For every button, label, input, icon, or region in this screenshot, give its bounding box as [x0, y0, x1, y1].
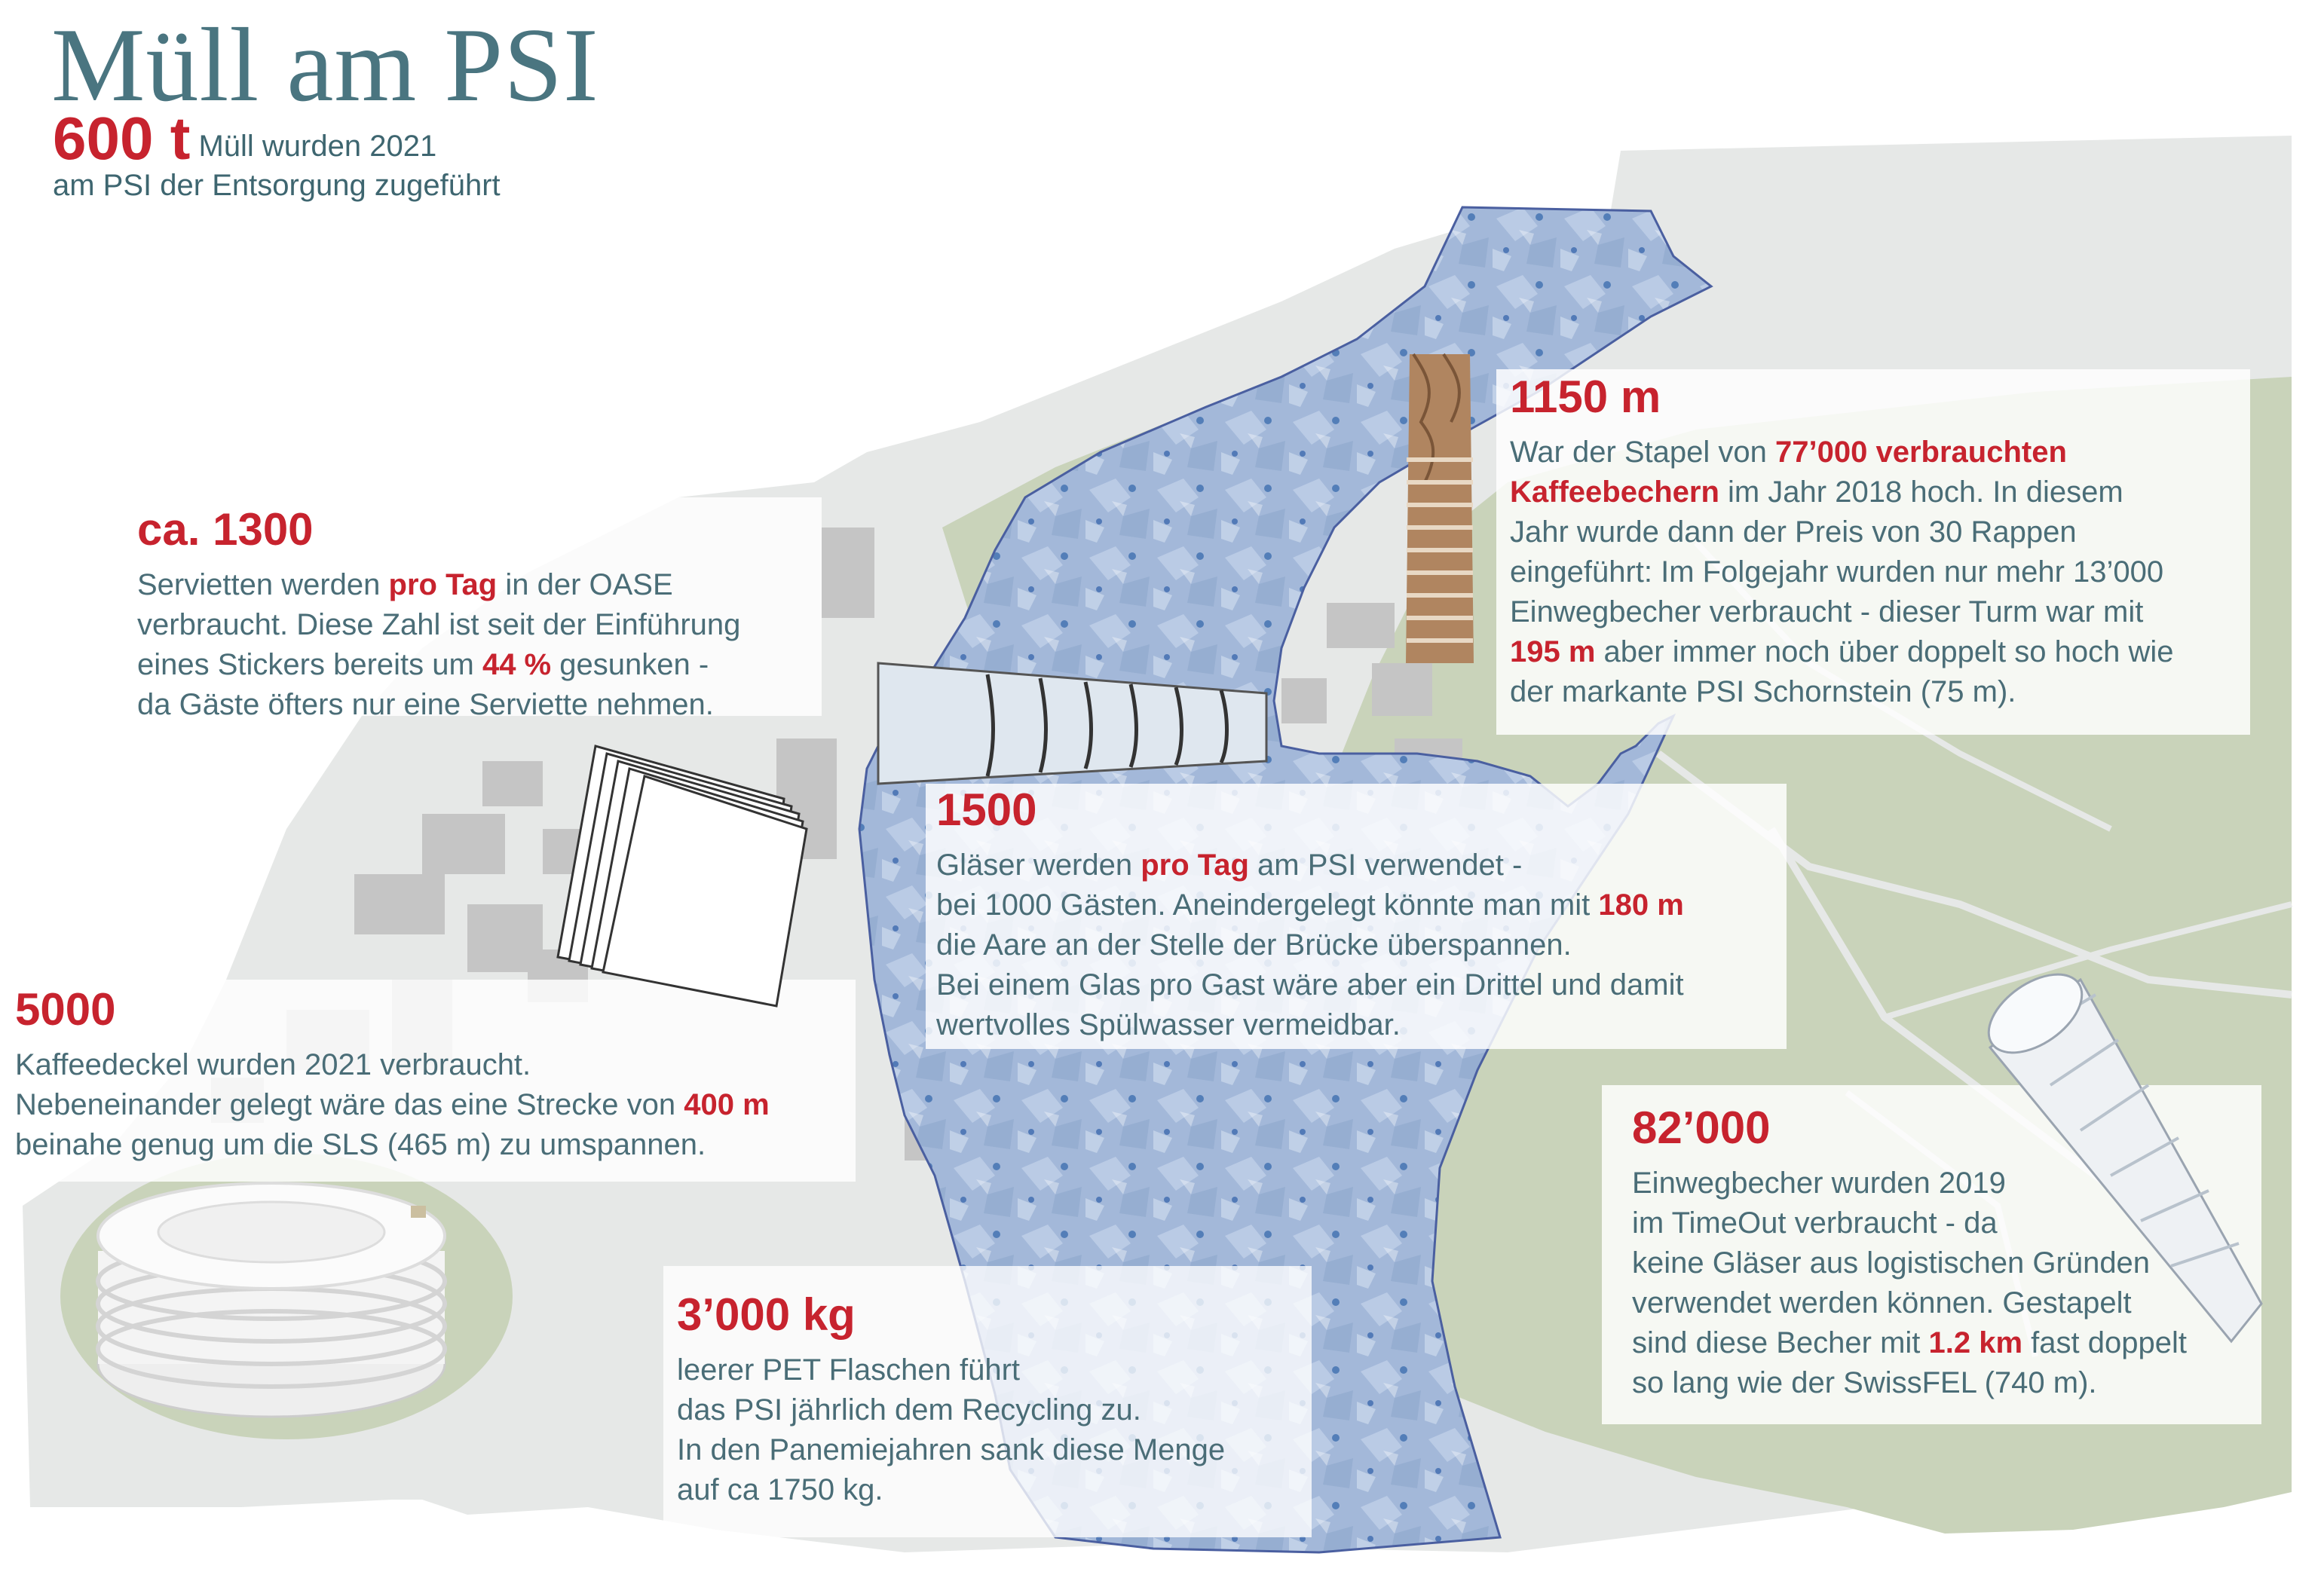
- total-waste-amount: 600 t: [53, 105, 191, 172]
- highlight: 77’000 verbrauchten: [1775, 436, 2067, 469]
- fact-kaffeebecher: 1150 m War der Stapel von 77’000 verbrau…: [1510, 371, 2174, 712]
- fact-glaeser-line: bei 1000 Gästen. Aneindergelegt könnte m…: [936, 885, 1684, 925]
- panel-glaeser-bg: [926, 784, 1787, 1049]
- fact-servietten-line: da Gäste öfters nur eine Serviette nehme…: [137, 688, 714, 721]
- fact-einwegbecher-line: Einwegbecher wurden 2019: [1632, 1167, 2006, 1200]
- fact-glaeser-line: die Aare an der Stelle der Brücke übersp…: [936, 928, 1572, 962]
- highlight: 195 m: [1510, 635, 1596, 668]
- fact-kaffeebecher-line: War der Stapel von 77’000 verbrauchten: [1510, 433, 2174, 472]
- fact-pet-line: das PSI jährlich dem Recycling zu.: [677, 1393, 1141, 1427]
- highlight: 180 m: [1598, 888, 1684, 922]
- fact-einwegbecher-number: 82’000: [1632, 1102, 1771, 1153]
- fact-einwegbecher-line: sind diese Becher mit 1.2 km fast doppel…: [1632, 1323, 2187, 1363]
- text-segment: gesunken -: [551, 648, 709, 681]
- highlight: 1.2 km: [1928, 1326, 2023, 1359]
- fact-servietten-number: ca. 1300: [137, 504, 314, 555]
- fact-kaffeebecher-line: Einwegbecher verbraucht - dieser Turm wa…: [1510, 595, 2144, 628]
- page-title: Müll am PSI: [51, 7, 599, 124]
- plastic-cup-stack-icon: [1987, 973, 2263, 1344]
- fact-servietten-line: verbraucht. Diese Zahl ist seit der Einf…: [137, 608, 741, 641]
- fact-kaffeedeckel-number: 5000: [15, 984, 116, 1035]
- text-segment: War der Stapel von: [1510, 436, 1776, 469]
- text-segment: am PSI verwendet -: [1248, 849, 1523, 882]
- highlight: pro Tag: [1141, 849, 1249, 882]
- fact-einwegbecher-line: verwendet werden können. Gestapelt: [1632, 1286, 2132, 1320]
- text-segment: eines Stickers bereits um: [137, 648, 482, 681]
- fact-servietten: ca. 1300 Servietten werden pro Tag in de…: [137, 503, 740, 725]
- fact-kaffeebecher-line: eingeführt: Im Folgejahr wurden nur mehr…: [1510, 555, 2164, 589]
- highlight: Kaffeebechern: [1510, 476, 1719, 509]
- text-segment: im Jahr 2018 hoch. In diesem: [1719, 476, 2123, 509]
- text-segment: aber immer noch über doppelt so hoch wie: [1595, 635, 2174, 668]
- coffee-lid-stack-icon: [96, 1182, 447, 1418]
- fact-kaffeedeckel-line: Kaffeedeckel wurden 2021 verbraucht.: [15, 1048, 531, 1081]
- fact-einwegbecher-line: so lang wie der SwissFEL (740 m).: [1632, 1366, 2097, 1399]
- fact-pet-line: leerer PET Flaschen führt: [677, 1353, 1021, 1387]
- fact-glaeser: 1500 Gläser werden pro Tag am PSI verwen…: [936, 784, 1684, 1045]
- fact-glaeser-line: Gläser werden pro Tag am PSI verwendet -: [936, 846, 1684, 885]
- fact-kaffeebecher-number: 1150 m: [1510, 372, 1661, 422]
- text-segment: sind diese Becher mit: [1632, 1326, 1929, 1359]
- fact-glaeser-line: Bei einem Glas pro Gast wäre aber ein Dr…: [936, 968, 1684, 1002]
- panel-kaffeedeckel-bg: [0, 980, 856, 1182]
- fact-kaffeedeckel-line: beinahe genug um die SLS (465 m) zu umsp…: [15, 1128, 706, 1161]
- intro-line-2: am PSI der Entsorgung zugeführt: [53, 169, 501, 202]
- fact-pet: 3’000 kg leerer PET Flaschen führt das P…: [677, 1289, 1225, 1510]
- fact-einwegbecher-line: keine Gläser aus logistischen Gründen: [1632, 1246, 2151, 1280]
- fact-einwegbecher: 82’000 Einwegbecher wurden 2019 im TimeO…: [1632, 1102, 2187, 1403]
- fact-kaffeebecher-line: 195 m aber immer noch über doppelt so ho…: [1510, 632, 2174, 672]
- fact-kaffeedeckel: 5000 Kaffeedeckel wurden 2021 verbraucht…: [15, 983, 770, 1165]
- fact-pet-number: 3’000 kg: [677, 1289, 856, 1340]
- intro-text: 600 t Müll wurden 2021 am PSI der Entsor…: [53, 109, 501, 205]
- intro-line-1: Müll wurden 2021: [190, 130, 437, 163]
- fact-kaffeebecher-line: der markante PSI Schornstein (75 m).: [1510, 675, 2016, 708]
- napkin-stack-icon: [556, 745, 808, 1008]
- highlight: 400 m: [684, 1088, 770, 1121]
- glass-stack-icon: [877, 662, 1268, 785]
- panel-servietten-bg: [128, 497, 822, 716]
- fact-glaeser-line: wertvolles Spülwasser vermeidbar.: [936, 1008, 1401, 1041]
- panel-pet-bg: [663, 1266, 1312, 1537]
- fact-kaffeebecher-line: Jahr wurde dann der Preis von 30 Rappen: [1510, 515, 2077, 549]
- fact-glaeser-number: 1500: [936, 784, 1037, 835]
- panel-kaffeebecher-bg: [1496, 369, 2250, 735]
- highlight: 44 %: [482, 648, 552, 681]
- fact-pet-line: In den Panemiejahren sank diese Menge: [677, 1433, 1226, 1466]
- fact-pet-line: auf ca 1750 kg.: [677, 1473, 883, 1506]
- fact-servietten-line: Servietten werden pro Tag in der OASE: [137, 565, 740, 605]
- text-segment: in der OASE: [497, 568, 673, 601]
- text-segment: fast doppelt: [2022, 1326, 2187, 1359]
- fact-servietten-line: eines Stickers bereits um 44 % gesunken …: [137, 645, 740, 685]
- fact-kaffeedeckel-line: Nebeneinander gelegt wäre das eine Strec…: [15, 1085, 770, 1125]
- text-segment: Servietten werden: [137, 568, 389, 601]
- coffee-cup-stack-icon: [1406, 353, 1474, 663]
- highlight: pro Tag: [388, 568, 498, 601]
- text-segment: Gläser werden: [936, 849, 1141, 882]
- text-segment: bei 1000 Gästen. Aneindergelegt könnte m…: [936, 888, 1599, 922]
- fact-einwegbecher-line: im TimeOut verbraucht - da: [1632, 1206, 1998, 1240]
- text-segment: Nebeneinander gelegt wäre das eine Strec…: [15, 1088, 684, 1121]
- fact-kaffeebecher-line: Kaffeebechern im Jahr 2018 hoch. In dies…: [1510, 472, 2174, 512]
